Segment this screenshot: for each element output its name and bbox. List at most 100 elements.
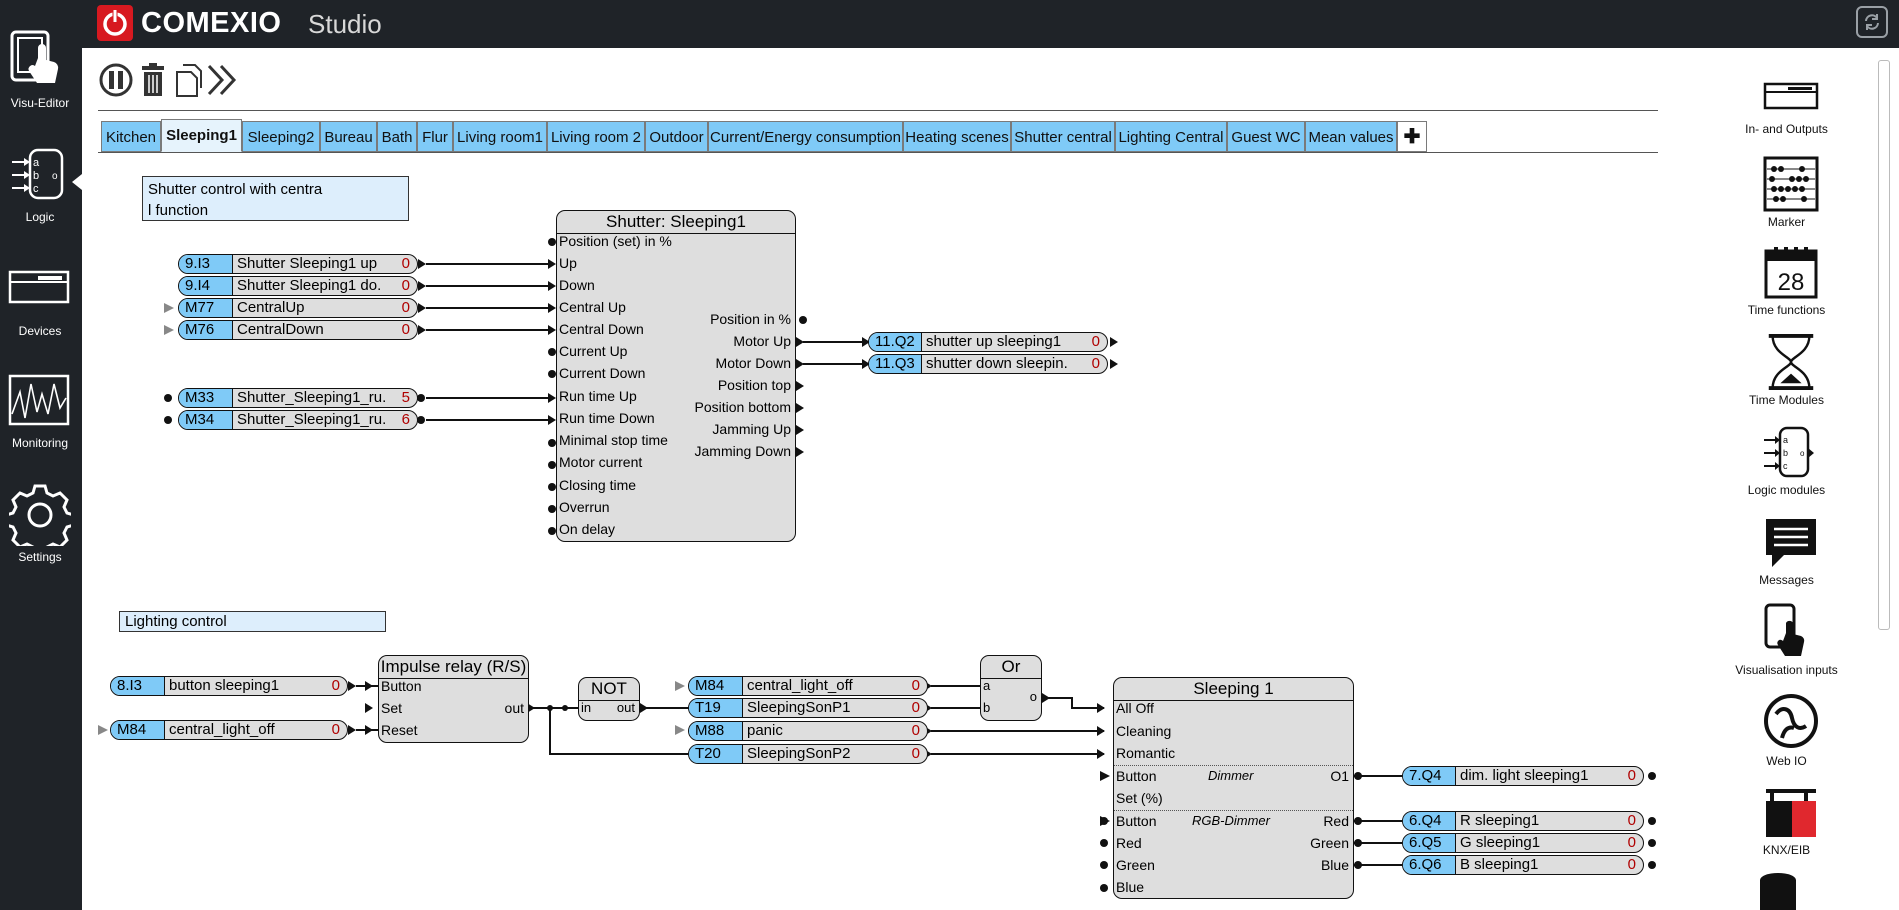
io-value: 0 [1091, 355, 1100, 372]
svg-text:a: a [33, 157, 40, 169]
abacus-icon [1763, 156, 1819, 212]
palette-time-functions[interactable]: 28 Time functions [1674, 245, 1899, 320]
tab-living-room-2[interactable]: Living room 2 [547, 121, 645, 152]
block-title: Shutter: Sleeping1 [557, 211, 795, 234]
refresh-icon[interactable] [1856, 6, 1888, 38]
trash-icon[interactable] [138, 62, 168, 98]
svg-text:c: c [1783, 461, 1788, 471]
io-address: 11.Q2 [869, 333, 922, 351]
io-value: 0 [911, 745, 920, 762]
pin-input: Reset [381, 722, 418, 738]
pause-icon[interactable] [98, 62, 134, 98]
tab-bureau[interactable]: Bureau [320, 121, 377, 152]
io-name: shutter up sleeping1 [926, 333, 1062, 350]
tab-guest-wc[interactable]: Guest WC [1227, 121, 1305, 152]
or-block[interactable]: Or a b o [980, 655, 1042, 721]
pin-input: Up [559, 255, 577, 271]
tab-sleeping2[interactable]: Sleeping2 [242, 121, 320, 152]
io-value: 0 [1091, 333, 1100, 350]
io-name: Shutter Sleeping1 up [237, 255, 378, 272]
palette-marker[interactable]: Marker [1674, 155, 1899, 230]
svg-text:c: c [33, 183, 39, 195]
note-shutter[interactable]: Shutter control with centra l function [142, 176, 409, 221]
io-name: CentralDown [237, 321, 324, 338]
impulse-relay-block[interactable]: Impulse relay (R/S) Button Set Reset out [378, 655, 529, 743]
scrollbar[interactable] [1878, 60, 1890, 630]
io-address: M84 [689, 677, 743, 695]
tab-shutter-central[interactable]: Shutter central [1011, 121, 1115, 152]
io-address: 6.Q5 [1403, 834, 1456, 852]
io-name: panic [747, 722, 783, 739]
shutter-block[interactable]: Shutter: Sleeping1 Position (set) in % U… [556, 210, 796, 542]
tab-kitchen[interactable]: Kitchen [101, 121, 161, 152]
tab-mean-values[interactable]: Mean values [1305, 121, 1397, 152]
io-name: G sleeping1 [1460, 834, 1541, 851]
tab-bath[interactable]: Bath [377, 121, 417, 152]
pin-output: Jamming Down [694, 443, 791, 459]
not-block[interactable]: NOT in out [578, 677, 640, 721]
io-name: CentralUp [237, 299, 305, 316]
pin-output: Motor Up [733, 333, 791, 349]
tab-heating-scenes[interactable]: Heating scenes [903, 121, 1011, 152]
sleeping1-block[interactable]: Sleeping 1 All Off Cleaning Romantic But… [1113, 677, 1354, 899]
forward-icon[interactable] [206, 62, 240, 98]
block-title: Impulse relay (R/S) [379, 656, 528, 679]
palette-time-modules[interactable]: Time Modules [1674, 333, 1899, 408]
pin-input: Minimal stop time [559, 432, 668, 448]
io-value: 0 [1627, 856, 1636, 873]
io-address: T19 [689, 699, 743, 717]
io-module-icon [1763, 82, 1819, 110]
tab-living-room1[interactable]: Living room1 [453, 121, 547, 152]
copy-icon[interactable] [174, 62, 204, 98]
tab-current-energy[interactable]: Current/Energy consumption [708, 121, 903, 152]
tab-flur[interactable]: Flur [417, 121, 453, 152]
palette-messages[interactable]: Messages [1674, 515, 1899, 590]
nav-visu-editor[interactable]: Visu-Editor [0, 24, 80, 114]
io-address: 8.I3 [111, 677, 165, 695]
nav-label: Devices [18, 324, 62, 338]
tab-lighting-central[interactable]: Lighting Central [1115, 121, 1227, 152]
database-icon[interactable] [1758, 872, 1798, 910]
nav-label: Logic [25, 210, 55, 224]
nav-settings[interactable]: Settings [0, 482, 80, 564]
note-lighting[interactable]: Lighting control [119, 611, 386, 632]
tab-outdoor[interactable]: Outdoor [645, 121, 708, 152]
add-tab-icon[interactable]: ✚ [1397, 121, 1427, 152]
toolbar-divider [98, 110, 1658, 111]
tab-sleeping1[interactable]: Sleeping1 [161, 119, 242, 152]
nav-devices[interactable]: Devices [0, 260, 80, 340]
pin-input: Run time Up [559, 388, 637, 404]
pin-output: Green [1310, 835, 1349, 851]
palette-label: Logic modules [1747, 483, 1826, 497]
pin-input: Run time Down [559, 410, 655, 426]
block-title: NOT [579, 678, 639, 701]
nav-monitoring[interactable]: Monitoring [0, 372, 80, 452]
svg-text:o: o [1800, 449, 1805, 458]
palette-visualisation-inputs[interactable]: Visualisation inputs [1674, 603, 1899, 678]
palette-web-io[interactable]: Web IO [1674, 692, 1899, 768]
palette-knx[interactable]: KNX/EIB [1674, 785, 1899, 860]
message-icon [1766, 519, 1816, 567]
io-value: 0 [911, 699, 920, 716]
palette-in-outputs[interactable]: In- and Outputs [1674, 70, 1899, 140]
